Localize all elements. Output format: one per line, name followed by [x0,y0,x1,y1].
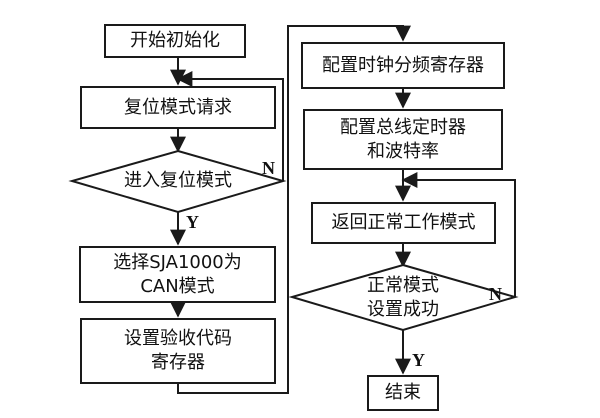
select-mode-line2: CAN模式 [140,275,215,297]
bus-timing-box: 配置总线定时器 和波特率 [303,109,503,170]
normal-success-line1: 正常模式 [367,275,439,296]
clock-divider-box: 配置时钟分频寄存器 [301,42,505,89]
return-normal-box: 返回正常工作模式 [311,202,496,244]
left-decision-yes-label: Y [186,212,199,232]
normal-success-decision-label-wrap: 正常模式 设置成功 [333,273,473,323]
right-decision-yes-label: Y [412,350,425,370]
set-acceptance-box: 设置验收代码 寄存器 [80,318,276,384]
start-init-label: 开始初始化 [130,30,220,51]
end-box: 结束 [367,375,439,411]
bus-timing-line1: 配置总线定时器 [340,116,466,138]
normal-success-line2: 设置成功 [367,299,439,320]
loop-no-back-to-return [401,172,516,297]
reset-request-box: 复位模式请求 [80,86,276,129]
select-mode-line1: 选择SJA1000为 [113,251,242,273]
loop-no-back-to-reset-request [176,71,284,181]
end-label: 结束 [385,382,421,403]
reset-request-label: 复位模式请求 [124,96,232,118]
decision-normal-success-shape [288,263,519,332]
start-init-box: 开始初始化 [104,24,246,58]
connector-left-to-right-column [177,25,411,394]
left-decision-no-label: N [262,158,275,178]
clock-divider-label: 配置时钟分频寄存器 [322,54,484,76]
set-acceptance-line2: 寄存器 [151,352,205,373]
right-decision-no-label: N [489,284,502,304]
enter-reset-decision-label: 进入复位模式 [124,170,232,191]
set-acceptance-line1: 设置验收代码 [124,328,232,349]
bus-timing-line2: 和波特率 [367,140,439,162]
decision-enter-reset-shape [68,149,287,214]
select-mode-box: 选择SJA1000为 CAN模式 [79,246,276,303]
return-normal-label: 返回正常工作模式 [331,212,476,233]
enter-reset-decision-label-wrap: 进入复位模式 [96,166,260,196]
